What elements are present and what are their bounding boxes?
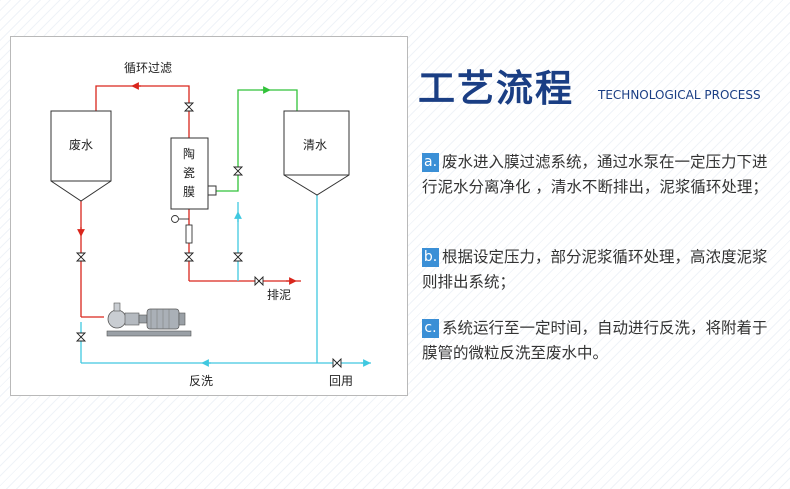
page-subtitle: TECHNOLOGICAL PROCESS	[598, 88, 761, 102]
ceramic-membrane	[170, 137, 209, 210]
waste-water-tank	[50, 110, 112, 202]
step-b: b.根据设定压力，部分泥浆循环处理，高浓度泥浆则排出系统；	[422, 245, 778, 295]
page-title: 工艺流程	[418, 67, 574, 110]
valves	[75, 102, 342, 369]
reuse-label: 回用	[329, 374, 353, 388]
step-c-text: 系统运行至一定时间，自动进行反洗，将附着于膜管的微粒反洗至废水中。	[422, 319, 768, 362]
clean-tank-label: 清水	[303, 138, 327, 152]
pressure-gauge	[171, 215, 189, 223]
clean-water-tank	[283, 110, 350, 196]
step-a-text: 废水进入膜过滤系统，通过水泵在一定压力下进行泥水分离净化 ，清水不断排出，泥浆循…	[422, 153, 768, 196]
process-diagram: 废水 清水 陶 瓷 膜	[10, 36, 408, 396]
step-b-text: 根据设定压力，部分泥浆循环处理，高浓度泥浆则排出系统；	[422, 248, 768, 291]
waste-tank-label: 废水	[69, 137, 93, 152]
step-b-badge: b.	[422, 248, 439, 267]
step-a-badge: a.	[422, 153, 439, 172]
membrane-outlet	[207, 185, 217, 196]
membrane-label-1: 陶	[183, 146, 195, 161]
step-c-badge: c.	[422, 319, 439, 338]
loop-label: 循环过滤	[124, 61, 172, 75]
flowmeter	[185, 224, 193, 244]
sludge-out-label: 排泥	[267, 288, 291, 302]
membrane-label-2: 瓷	[183, 166, 195, 180]
backwash-pipes	[80, 195, 371, 367]
step-c: c.系统运行至一定时间，自动进行反洗，将附着于膜管的微粒反洗至废水中。	[422, 316, 778, 366]
membrane-label-3: 膜	[183, 185, 195, 199]
permeate-pipes	[215, 86, 298, 192]
process-flow-svg: 废水 清水 陶 瓷 膜	[50, 61, 371, 388]
pump	[106, 302, 192, 337]
backwash-label: 反洗	[189, 374, 213, 388]
step-a: a.废水进入膜过滤系统，通过水泵在一定压力下进行泥水分离净化 ，清水不断排出，泥…	[422, 150, 778, 200]
